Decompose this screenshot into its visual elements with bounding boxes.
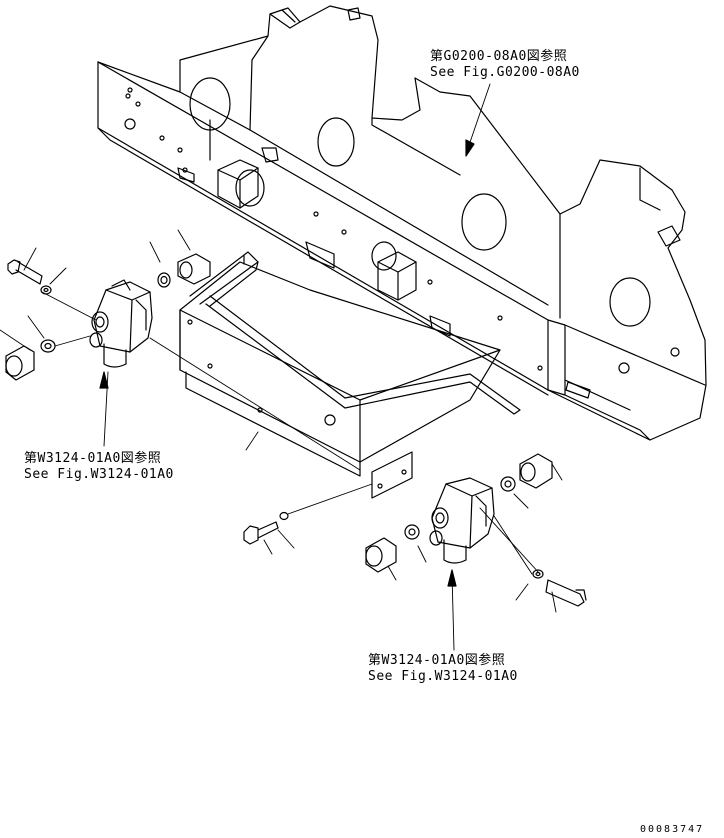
frame-reference-jp: 第G0200-08A0図参照: [430, 49, 568, 64]
bracket-callout-tick: [246, 432, 258, 450]
frame-callout-leader: [466, 84, 490, 156]
valve-mount-bracket: [180, 252, 520, 498]
frame-reference-en: See Fig.G0200-08A0: [430, 65, 580, 80]
right-valve-reference-en: See Fig.W3124-01A0: [368, 669, 518, 684]
right-valve-assembly: [244, 454, 586, 650]
left-valve-reference-callout: 第W3124-01A0図参照 See Fig.W3124-01A0: [24, 451, 174, 483]
right-valve-reference-jp: 第W3124-01A0図参照: [368, 653, 506, 668]
right-valve-reference-callout: 第W3124-01A0図参照 See Fig.W3124-01A0: [368, 653, 518, 685]
frame-cross-member: [98, 6, 706, 440]
left-valve-assembly: [0, 230, 360, 470]
frame-reference-callout: 第G0200-08A0図参照 See Fig.G0200-08A0: [430, 49, 580, 81]
document-number: 00083747: [640, 824, 705, 835]
left-valve-reference-jp: 第W3124-01A0図参照: [24, 451, 162, 466]
left-valve-reference-en: See Fig.W3124-01A0: [24, 467, 174, 482]
